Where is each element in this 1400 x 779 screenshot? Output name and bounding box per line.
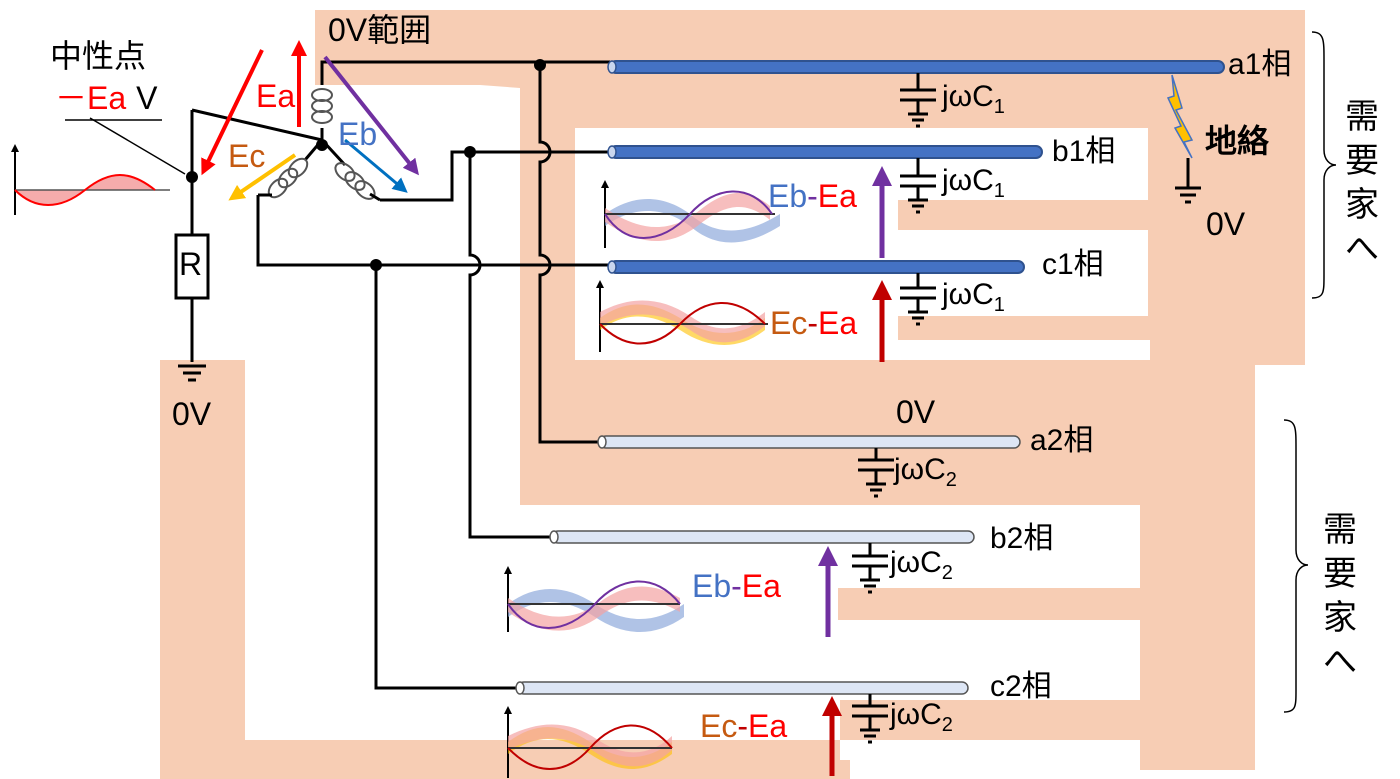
diff-eb-ea-2-dash: - (731, 568, 742, 604)
capacitor-c1 (900, 273, 936, 326)
ground-left-label: 0V (172, 396, 212, 432)
cap-a2-text: jωC (894, 453, 946, 486)
diff-eb-ea-1-ea: Ea (817, 178, 857, 214)
node-a (534, 59, 546, 71)
distribution-wiring (374, 65, 600, 690)
resistor (174, 233, 210, 300)
source-eb-label: Eb (338, 116, 378, 152)
neutral-node (186, 171, 198, 183)
capacitor-c2 (852, 694, 888, 744)
cap-a1-text: jωC (942, 80, 994, 113)
capacitor-b1 (900, 158, 936, 214)
waveform-ec-ea-1 (596, 280, 768, 352)
resistor-label: R (179, 246, 203, 282)
diff-ec-ea-2-ea: Ea (748, 708, 788, 744)
diff-eb-ea-2: Eb-Ea (692, 570, 781, 602)
cable-b1 (607, 145, 1043, 159)
cap-b1-text: jωC (942, 164, 994, 197)
waveform-eb-ea-1 (601, 180, 780, 248)
arrow-neg-ea (201, 49, 264, 176)
diff-ec-ea-2-ec: Ec (700, 708, 738, 744)
line-c1-label: c1相 (1042, 248, 1104, 281)
cable-b2 (549, 530, 975, 544)
source-ea-label: Ea (256, 78, 296, 114)
arrow-eb-purple (323, 55, 419, 176)
brace-2 (1283, 419, 1309, 713)
cap-c2-sub: 2 (941, 714, 953, 736)
fault-voltage-label: 0V (1206, 206, 1246, 242)
cap-b1-sub: 1 (993, 180, 1005, 202)
star-point (316, 139, 328, 151)
waveform-ec-ea-2 (504, 706, 673, 778)
capacitor-a2 (858, 448, 894, 498)
diff-ec-ea-2: Ec-Ea (700, 710, 787, 742)
waveform-eb-ea-2 (504, 566, 684, 632)
diff-eb-ea-2-ea: Ea (741, 568, 781, 604)
cable-a2 (597, 435, 1021, 449)
cap-a1-label: jωC1 (942, 80, 1005, 118)
customer-label-1: 需要家へ (1345, 97, 1379, 269)
fault-lightning-icon (1166, 74, 1201, 204)
zero-volt-a2-label: 0V (896, 394, 936, 430)
source-ec-label: Ec (228, 138, 266, 174)
neutral-point-label: 中性点 (50, 38, 147, 74)
capacitor-b2 (852, 543, 888, 594)
line-a1-label: a1相 (1228, 48, 1292, 81)
cable-c2 (515, 681, 969, 695)
diff-ec-ea-2-dash: - (737, 708, 748, 744)
diff-ec-ea-1: Ec-Ea (770, 307, 857, 339)
zero-volt-zone (160, 10, 1305, 779)
cap-a2-sub: 2 (945, 469, 957, 491)
cable-a1 (607, 60, 1225, 74)
arrow-eb (344, 138, 408, 193)
cap-c1-label: jωC1 (942, 278, 1005, 316)
diff-eb-ea-2-eb: Eb (692, 568, 732, 604)
cap-c1-sub: 1 (993, 294, 1005, 316)
line-b2-label: b2相 (990, 522, 1054, 555)
cap-b2-text: jωC (890, 546, 942, 579)
diff-ec-ea-1-dash: - (807, 305, 818, 341)
fault-label: 地絡 (1205, 123, 1270, 159)
cap-a2-label: jωC2 (894, 453, 957, 491)
cap-b2-label: jωC2 (890, 546, 953, 584)
cap-c2-text: jωC (890, 698, 942, 731)
line-a2-label: a2相 (1030, 424, 1094, 457)
neutral-voltage-e: Ea (87, 80, 127, 116)
diff-ec-ea-1-ea: Ea (818, 305, 858, 341)
node-c (370, 259, 382, 271)
cap-c2-label: jωC2 (890, 698, 953, 736)
diff-eb-ea-1: Eb-Ea (768, 180, 857, 212)
customer-label-2: 需要家へ (1323, 510, 1357, 682)
cap-c1-text: jωC (942, 278, 994, 311)
neutral-waveform (11, 144, 170, 215)
cap-b2-sub: 2 (941, 562, 953, 584)
cable-c1 (607, 260, 1025, 274)
neutral-voltage-unit: V (136, 80, 158, 116)
neutral-voltage-sign: － (55, 80, 88, 116)
coil-a (311, 88, 333, 124)
coil-b-lead (369, 192, 381, 202)
cap-a1-sub: 1 (993, 96, 1005, 118)
cap-b1-label: jωC1 (942, 164, 1005, 202)
zero-volt-range-label: 0V範囲 (328, 12, 432, 48)
line-c2-label: c2相 (990, 670, 1052, 703)
capacitor-a1 (900, 73, 936, 128)
line-b1-label: b1相 (1052, 135, 1116, 168)
brace-1 (1311, 31, 1337, 299)
neutral-leader-line (89, 117, 186, 175)
diff-ec-ea-1-ec: Ec (770, 305, 808, 341)
ground-icon (178, 364, 206, 382)
diff-eb-ea-1-dash: - (807, 178, 818, 214)
diff-eb-ea-1-eb: Eb (768, 178, 808, 214)
arrow-ec (228, 153, 297, 201)
node-b (464, 146, 476, 158)
